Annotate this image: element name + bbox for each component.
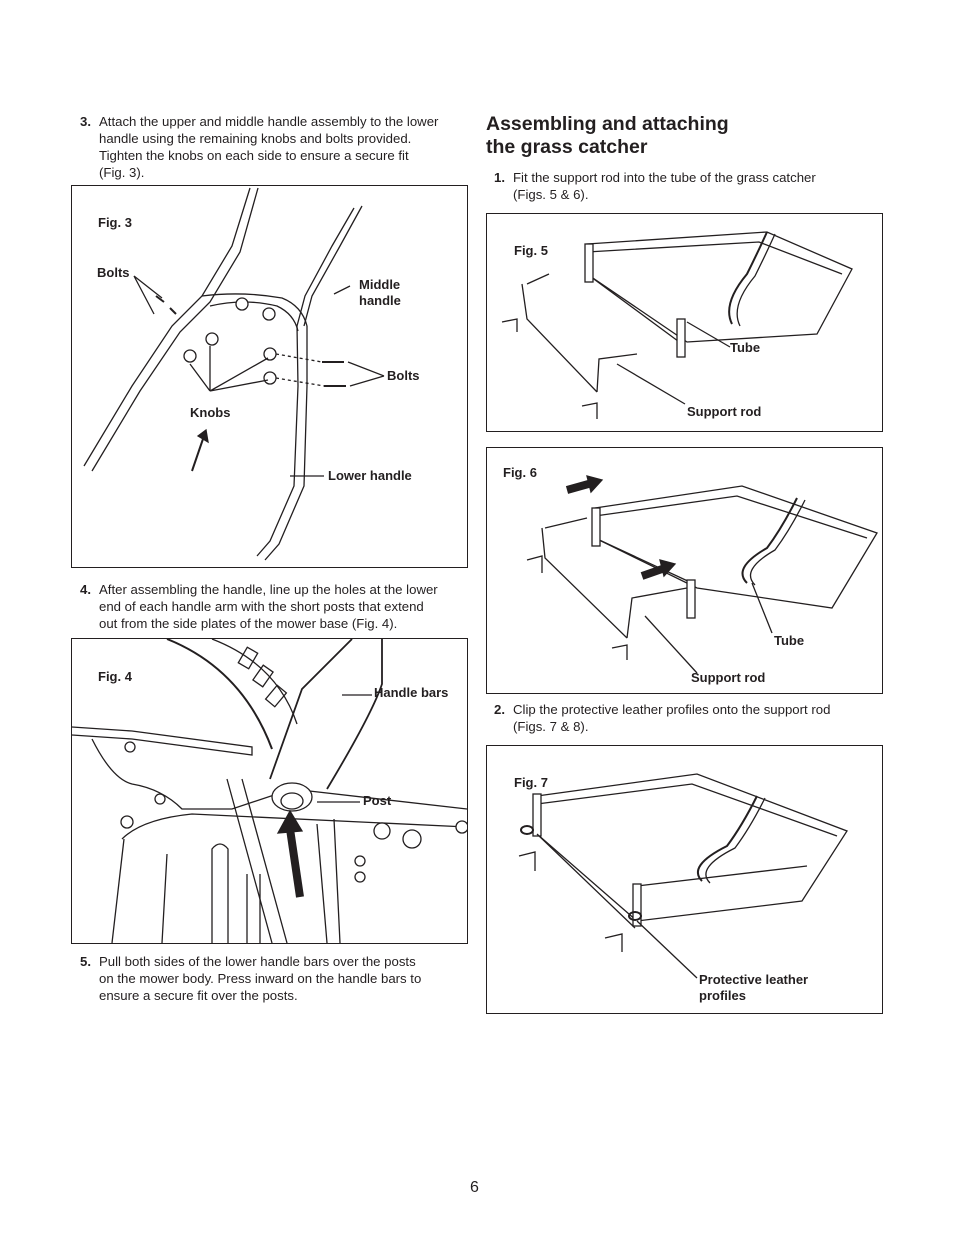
figure-5: Fig. 5 Tube Support rod — [486, 213, 883, 432]
step-number: 4. — [80, 582, 91, 597]
fig4-handle-bars-label: Handle bars — [374, 685, 449, 700]
step-number: 2. — [494, 702, 505, 717]
fig3-lower-handle-label: Lower handle — [328, 468, 412, 483]
fig5-support-rod-label: Support rod — [687, 404, 762, 419]
grass-catcher-fig7-illustration — [518, 773, 848, 979]
fig3-bolts-right-label: Bolts — [387, 368, 420, 383]
figure-6: Fig. 6 Tube Support rod — [486, 447, 883, 694]
fig5-title: Fig. 5 — [514, 243, 548, 258]
fig6-support-rod-label: Support rod — [691, 670, 766, 685]
step-text: After assembling the handle, line up the… — [99, 582, 438, 631]
fig5-tube-label: Tube — [730, 340, 761, 355]
fig3-middle-handle-label: Middle handle — [359, 277, 401, 308]
figure-4: Fig. 4 Handle bars Post — [71, 638, 468, 944]
fig7-protective-leather-profiles-label: Protective leather profiles — [699, 972, 809, 1003]
fig4-post-label: Post — [363, 793, 392, 808]
figure-7: Fig. 7 Protective leather profiles — [486, 745, 883, 1014]
mower-post-illustration — [72, 639, 467, 943]
fig3-knobs-label: Knobs — [190, 405, 231, 420]
page-number: 6 — [470, 1179, 479, 1196]
step-number: 3. — [80, 114, 91, 129]
figure-3: Fig. 3 Bolts Middle handle Bolts Knobs L… — [71, 185, 468, 568]
grass-catcher-fig6-illustration — [526, 475, 878, 674]
fig7-title: Fig. 7 — [514, 775, 548, 790]
fig6-tube-label: Tube — [774, 633, 805, 648]
fig6-title: Fig. 6 — [503, 465, 537, 480]
fig4-title: Fig. 4 — [98, 669, 132, 684]
step-number: 1. — [494, 170, 505, 185]
fig3-title: Fig. 3 — [98, 215, 132, 230]
step-text: Pull both sides of the lower handle bars… — [99, 954, 422, 1003]
step-number: 5. — [80, 954, 91, 969]
grass-catcher-fig5-illustration — [501, 231, 853, 419]
step-text: Attach the upper and middle handle assem… — [99, 114, 439, 180]
handle-assembly-illustration — [83, 187, 385, 561]
step-text: Fit the support rod into the tube of the… — [513, 170, 816, 202]
section-heading: Assembling and attaching the grass catch… — [486, 113, 729, 158]
step-text: Clip the protective leather profiles ont… — [513, 702, 831, 734]
fig3-bolts-left-label: Bolts — [97, 265, 130, 280]
